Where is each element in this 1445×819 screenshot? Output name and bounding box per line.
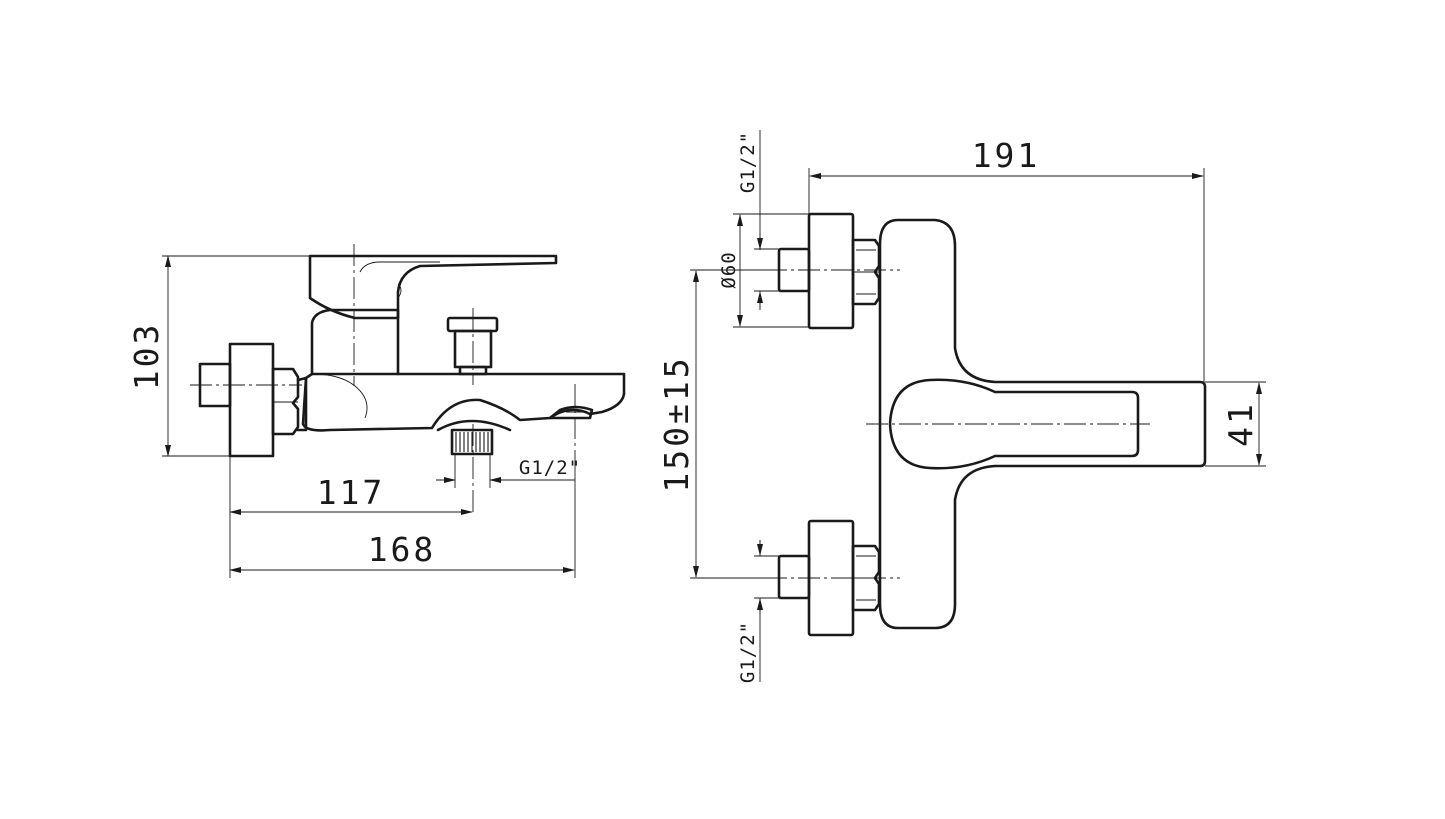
- side-cartridge: [310, 308, 400, 376]
- dim-total-length: 168: [368, 530, 437, 569]
- dim-width: 191: [972, 136, 1041, 175]
- dim-height: 103: [127, 322, 166, 391]
- dim-body-depth: 41: [1221, 401, 1260, 447]
- front-view: 191 Ø60 G1/2" G1/2" 150±15 41: [657, 130, 1266, 683]
- dim-outlet-thread: G1/2": [519, 457, 581, 479]
- dim-length-to-outlet: 117: [317, 473, 386, 512]
- side-wall-flange: [228, 342, 275, 458]
- front-top-hex-nut: [851, 238, 881, 306]
- front-bottom-hex-nut: [851, 544, 881, 612]
- side-outlet-nozzle: [548, 405, 594, 420]
- side-outlet-thread: [436, 419, 512, 456]
- front-mixer-body: [878, 218, 1207, 630]
- side-spout-body: [301, 372, 626, 432]
- dim-inlet-thread-top: G1/2": [737, 131, 759, 193]
- side-lever-handle: [308, 254, 558, 320]
- dim-inlet-thread-bottom: G1/2": [737, 621, 759, 683]
- side-connector: [296, 376, 308, 432]
- side-view: 103 117 168 G1/2": [127, 244, 626, 578]
- dim-inlet-centres: 150±15: [657, 355, 696, 492]
- side-hex-nut: [271, 367, 300, 436]
- front-bottom-inlet: [777, 554, 811, 600]
- front-top-flange: [807, 212, 855, 330]
- side-diverter-cap: [446, 316, 499, 333]
- front-lever-handle: [888, 378, 1140, 470]
